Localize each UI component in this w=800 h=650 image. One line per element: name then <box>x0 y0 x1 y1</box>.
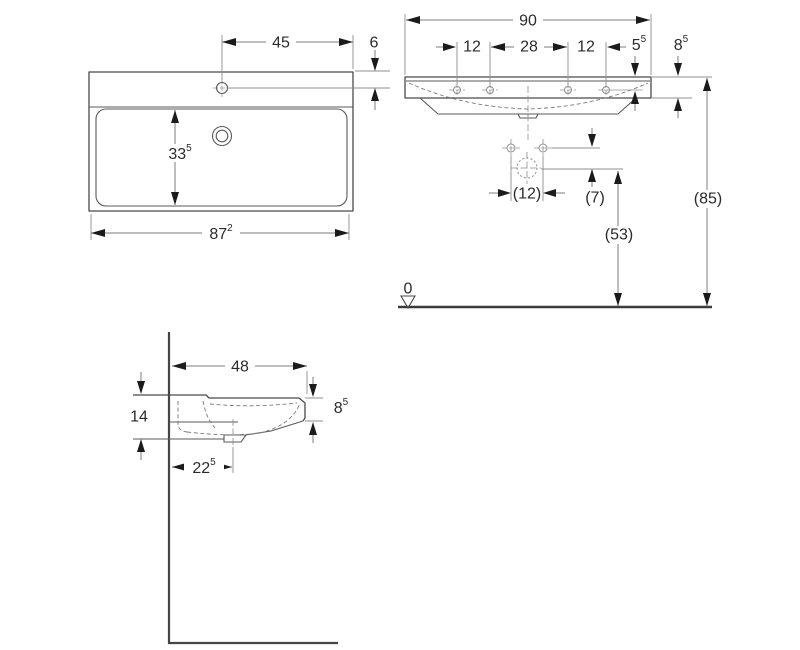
dim-front-edge-height: 85 <box>334 397 349 417</box>
arrowhead-left <box>172 362 186 370</box>
dim-fixing-above-drain: (7) <box>585 190 605 207</box>
arrowhead-left <box>491 43 505 51</box>
dim-drain-height: (53) <box>605 227 633 244</box>
arrowhead-down <box>674 63 682 76</box>
arrowhead-down <box>614 293 622 306</box>
arrowhead-right <box>339 38 353 46</box>
tap-hole-mark <box>453 86 461 94</box>
body-underside <box>419 97 637 115</box>
dim-tap-from-back-edge: 6 <box>370 35 379 52</box>
arrowhead-up <box>137 439 145 452</box>
arrowhead-up <box>703 78 711 91</box>
basin-outline <box>88 71 354 212</box>
tap-hole-mark <box>602 86 610 94</box>
tap-hole-mark <box>564 86 572 94</box>
side-section-view: 48 14 85 225 <box>130 332 349 645</box>
arrowhead-up <box>371 88 379 101</box>
arrowhead-down <box>171 192 179 205</box>
dim-fixing-hole-spacing: (12) <box>513 186 541 203</box>
drain-outer-circle <box>211 125 233 147</box>
underside-and-trap <box>223 420 304 443</box>
dim-hole-gap-right: 12 <box>577 39 595 56</box>
tap-hole-marks <box>449 83 643 97</box>
bowl-bottom-hidden <box>186 402 301 436</box>
front-elevation-view: 90 12 28 12 55 85 <box>404 11 712 140</box>
bowl-rim-outline <box>95 108 348 207</box>
arrowhead-up <box>674 98 682 111</box>
dim-bowl-depth: 335 <box>168 143 192 163</box>
drain-inner-circle <box>215 129 229 143</box>
arrowhead-up <box>309 422 317 435</box>
arrowhead-left <box>406 16 420 24</box>
deck-and-front-edge <box>133 394 306 422</box>
bowl-rim-hidden <box>209 402 298 407</box>
bowl-hidden-profile <box>408 82 649 110</box>
tap-hole <box>215 81 229 95</box>
arrowhead-right <box>443 43 456 51</box>
arrowhead-right <box>636 16 650 24</box>
dim-drain-from-wall: 225 <box>192 457 216 477</box>
arrowhead-right <box>335 229 349 237</box>
arrowhead-right <box>293 362 307 370</box>
arrowhead-up <box>631 91 639 104</box>
arrowhead-down <box>309 384 317 397</box>
dim-depth: 48 <box>231 359 249 376</box>
datum-triangle-icon <box>400 295 416 310</box>
installation-detail: (12) (7) (53) (85) 0 <box>398 78 727 310</box>
arrowhead-up <box>171 110 179 123</box>
arrowhead-down <box>588 134 596 147</box>
dim-hole-gap-left: 12 <box>463 39 481 56</box>
dim-apron-height: 85 <box>674 34 689 54</box>
tap-hole-mark <box>486 86 494 94</box>
overflow-channel-hidden <box>202 400 216 429</box>
arrowhead-down <box>631 63 639 76</box>
bowl-back-hidden <box>177 401 188 433</box>
arrowhead-up <box>588 169 596 182</box>
arrowhead-left <box>222 38 236 46</box>
dim-height-at-wall: 14 <box>130 409 148 426</box>
dim-hole-gap-center: 28 <box>520 39 538 56</box>
dim-tap-to-right-edge: 45 <box>272 35 290 52</box>
arrowhead-right <box>553 43 567 51</box>
dim-rim-height: (85) <box>694 191 722 208</box>
arrowhead-left <box>543 189 556 197</box>
fixing-hole-marks <box>502 139 552 157</box>
plan-view: 45 6 335 872 <box>88 33 390 243</box>
arrowhead-down <box>703 293 711 306</box>
arrowhead-up <box>614 171 622 184</box>
arrowhead-left <box>172 463 186 471</box>
fixing-hole-mark <box>538 143 548 153</box>
floor-datum-label: 0 <box>404 281 413 298</box>
dim-bottom-width: 872 <box>209 223 233 243</box>
arrowhead-right <box>498 189 511 197</box>
arrowhead-left <box>607 43 620 51</box>
arrowhead-down <box>137 381 145 394</box>
dim-hole-offset: 55 <box>632 34 647 54</box>
wall-and-floor-line <box>167 332 338 645</box>
arrowhead-left <box>91 229 105 237</box>
dim-overall-width: 90 <box>519 13 537 30</box>
fixing-hole-mark <box>506 143 516 153</box>
arrowhead-down <box>371 58 379 71</box>
